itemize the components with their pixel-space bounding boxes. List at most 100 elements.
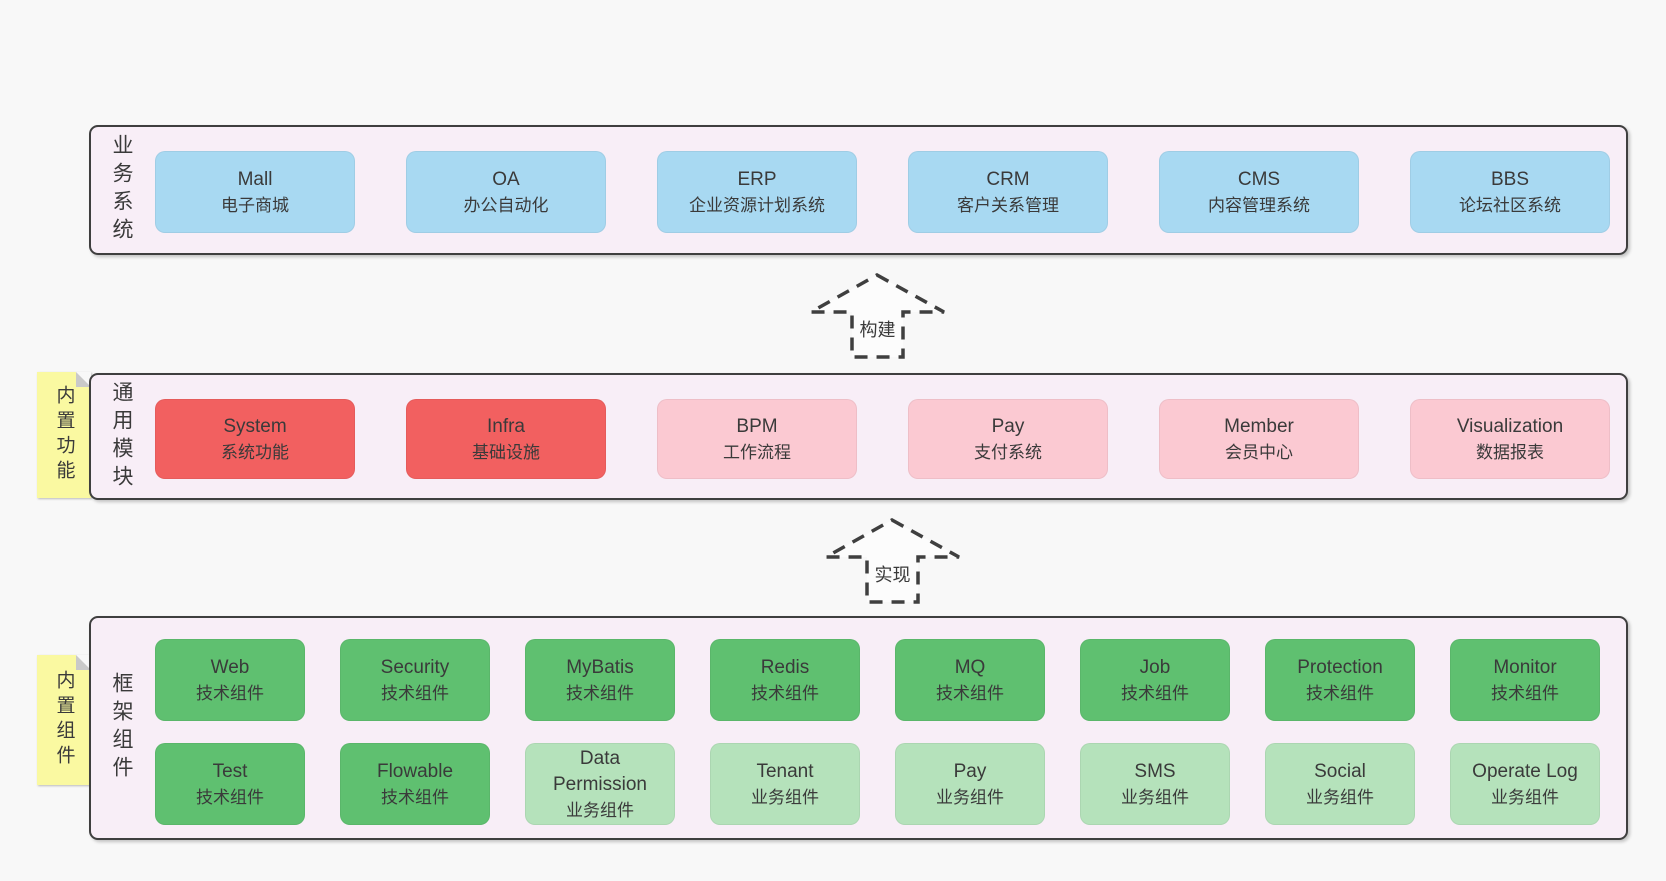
- node-visualization-title: Visualization: [1456, 415, 1564, 437]
- node-infra: Infra 基础设施: [406, 399, 606, 479]
- node-web-title: Web: [210, 656, 250, 678]
- node-member: Member 会员中心: [1159, 399, 1359, 479]
- business-row: Mall 电子商城 OA 办公自动化 ERP 企业资源计划系统 CRM 客户关系…: [155, 151, 1610, 233]
- node-web-subtitle: 技术组件: [196, 683, 264, 703]
- node-pay-module: Pay 支付系统: [908, 399, 1108, 479]
- node-data-permission: Data Permission 业务组件: [525, 743, 675, 825]
- node-mall-title: Mall: [237, 168, 273, 190]
- panel-modules-side-label: 通用模块: [110, 380, 133, 493]
- arrow-implement-label: 实现: [869, 560, 916, 588]
- arrow-build-label: 构建: [854, 315, 901, 343]
- node-mall: Mall 电子商城: [155, 151, 355, 233]
- panel-framework-side-label: 框架组件: [110, 672, 133, 784]
- node-operate-log: Operate Log 业务组件: [1450, 743, 1600, 825]
- node-mq: MQ 技术组件: [895, 639, 1045, 721]
- framework-row-1: Web 技术组件 Security 技术组件 MyBatis 技术组件 Redi…: [155, 639, 1600, 721]
- sticky-note-builtin-functions-label: 内置功能: [53, 385, 75, 485]
- node-web: Web 技术组件: [155, 639, 305, 721]
- sticky-note-builtin-functions: 内置功能: [37, 372, 91, 498]
- node-erp-subtitle: 企业资源计划系统: [689, 195, 825, 215]
- node-crm: CRM 客户关系管理: [908, 151, 1108, 233]
- node-flowable-title: Flowable: [376, 760, 454, 782]
- panel-business-side-label: 业务系统: [110, 134, 133, 246]
- node-sms-title: SMS: [1134, 760, 1176, 782]
- node-data-permission-title: Data Permission: [553, 747, 647, 795]
- node-monitor-subtitle: 技术组件: [1491, 683, 1559, 703]
- node-bpm-subtitle: 工作流程: [723, 442, 791, 462]
- node-data-permission-subtitle: 业务组件: [566, 800, 634, 820]
- node-bbs-title: BBS: [1490, 168, 1530, 190]
- panel-common-modules: 通用模块 System 系统功能 Infra 基础设施 BPM 工作流程 Pay…: [89, 373, 1628, 500]
- node-cms-subtitle: 内容管理系统: [1208, 195, 1310, 215]
- node-mybatis: MyBatis 技术组件: [525, 639, 675, 721]
- node-protection-subtitle: 技术组件: [1306, 683, 1374, 703]
- node-job-subtitle: 技术组件: [1121, 683, 1189, 703]
- node-oa: OA 办公自动化: [406, 151, 606, 233]
- node-operate-log-subtitle: 业务组件: [1491, 787, 1559, 807]
- node-flowable-subtitle: 技术组件: [381, 787, 449, 807]
- node-operate-log-title: Operate Log: [1472, 760, 1578, 782]
- modules-row: System 系统功能 Infra 基础设施 BPM 工作流程 Pay 支付系统…: [155, 399, 1610, 479]
- node-visualization: Visualization 数据报表: [1410, 399, 1610, 479]
- node-crm-subtitle: 客户关系管理: [957, 195, 1059, 215]
- node-social: Social 业务组件: [1265, 743, 1415, 825]
- node-redis: Redis 技术组件: [710, 639, 860, 721]
- node-pay-module-title: Pay: [991, 415, 1025, 437]
- node-member-title: Member: [1224, 415, 1294, 437]
- node-tenant-title: Tenant: [756, 760, 814, 782]
- node-job-title: Job: [1139, 656, 1171, 678]
- node-test-subtitle: 技术组件: [196, 787, 264, 807]
- panel-framework-components: 框架组件 Web 技术组件 Security 技术组件 MyBatis 技术组件…: [89, 616, 1628, 840]
- node-system-subtitle: 系统功能: [221, 442, 289, 462]
- node-erp: ERP 企业资源计划系统: [657, 151, 857, 233]
- framework-row-2: Test 技术组件 Flowable 技术组件 Data Permission …: [155, 743, 1600, 825]
- node-redis-subtitle: 技术组件: [751, 683, 819, 703]
- node-mq-subtitle: 技术组件: [936, 683, 1004, 703]
- node-visualization-subtitle: 数据报表: [1476, 442, 1544, 462]
- node-erp-title: ERP: [737, 168, 777, 190]
- node-social-subtitle: 业务组件: [1306, 787, 1374, 807]
- node-mybatis-subtitle: 技术组件: [566, 683, 634, 703]
- arrow-build: 构建: [804, 271, 948, 361]
- node-bpm-title: BPM: [736, 415, 778, 437]
- node-protection: Protection 技术组件: [1265, 639, 1415, 721]
- node-member-subtitle: 会员中心: [1225, 442, 1293, 462]
- node-monitor-title: Monitor: [1493, 656, 1557, 678]
- node-job: Job 技术组件: [1080, 639, 1230, 721]
- panel-business-systems: 业务系统 Mall 电子商城 OA 办公自动化 ERP 企业资源计划系统 CRM…: [89, 125, 1628, 255]
- node-test-title: Test: [212, 760, 248, 782]
- node-oa-subtitle: 办公自动化: [463, 195, 549, 215]
- node-bpm: BPM 工作流程: [657, 399, 857, 479]
- node-pay-module-subtitle: 支付系统: [974, 442, 1042, 462]
- arrow-implement: 实现: [819, 516, 963, 606]
- node-system: System 系统功能: [155, 399, 355, 479]
- node-tenant-subtitle: 业务组件: [751, 787, 819, 807]
- node-social-title: Social: [1314, 760, 1366, 782]
- node-sms-subtitle: 业务组件: [1121, 787, 1189, 807]
- node-infra-subtitle: 基础设施: [472, 442, 540, 462]
- node-bbs: BBS 论坛社区系统: [1410, 151, 1610, 233]
- node-crm-title: CRM: [986, 168, 1030, 190]
- node-bbs-subtitle: 论坛社区系统: [1459, 195, 1561, 215]
- node-security: Security 技术组件: [340, 639, 490, 721]
- node-system-title: System: [223, 415, 287, 437]
- node-security-title: Security: [380, 656, 450, 678]
- node-monitor: Monitor 技术组件: [1450, 639, 1600, 721]
- node-mybatis-title: MyBatis: [566, 656, 634, 678]
- node-redis-title: Redis: [760, 656, 810, 678]
- node-infra-title: Infra: [486, 415, 526, 437]
- node-pay-component-subtitle: 业务组件: [936, 787, 1004, 807]
- node-mall-subtitle: 电子商城: [221, 195, 289, 215]
- node-cms: CMS 内容管理系统: [1159, 151, 1359, 233]
- sticky-note-builtin-components-label: 内置组件: [53, 670, 75, 770]
- sticky-note-builtin-components: 内置组件: [37, 655, 91, 785]
- node-pay-component: Pay 业务组件: [895, 743, 1045, 825]
- node-protection-title: Protection: [1297, 656, 1383, 678]
- node-cms-title: CMS: [1237, 168, 1281, 190]
- node-mq-title: MQ: [954, 656, 986, 678]
- node-test: Test 技术组件: [155, 743, 305, 825]
- node-pay-component-title: Pay: [953, 760, 987, 782]
- node-security-subtitle: 技术组件: [381, 683, 449, 703]
- node-flowable: Flowable 技术组件: [340, 743, 490, 825]
- node-oa-title: OA: [492, 168, 520, 190]
